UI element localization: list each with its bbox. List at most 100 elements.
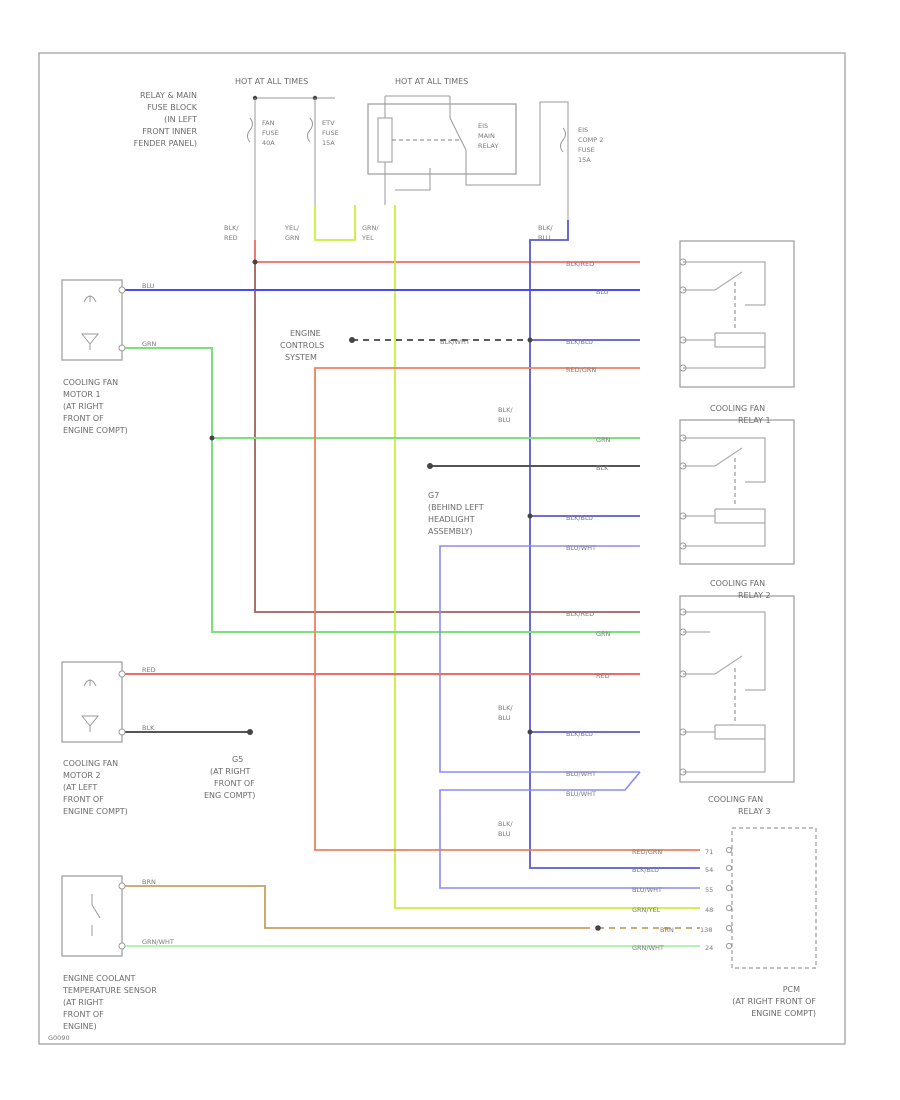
svg-text:HEADLIGHT: HEADLIGHT [428,515,475,524]
svg-text:ENGINE COMPT): ENGINE COMPT) [63,426,128,435]
cooling-fan-relay-2 [679,419,795,565]
r1-red-grn: RED/GRN [566,366,596,374]
relay-3-label-1: COOLING FAN [708,795,763,804]
r2-grn: GRN [596,436,611,444]
eis-relay-out [395,168,431,191]
svg-text:G7: G7 [428,491,439,500]
svg-text:CONTROLS: CONTROLS [280,341,324,350]
etv-fuse-line-2: FUSE [322,129,339,137]
svg-text:TEMPERATURE SENSOR: TEMPERATURE SENSOR [62,986,157,995]
cooling-fan-motor-1 [61,279,126,361]
pcm-wire-brn: BRN [660,926,674,934]
motor-icon [80,333,100,350]
svg-text:(AT RIGHT FRONT OF: (AT RIGHT FRONT OF [732,997,816,1006]
wire-red-grn [314,367,700,851]
svg-text:ENGINE COMPT): ENGINE COMPT) [751,1009,816,1018]
relay2-coil [683,508,766,547]
wire-label-blk-blu-mid-2: BLU [498,416,511,424]
r3-blu-wht-b: BLU/WHT [566,790,596,798]
wire-blk-red-main [254,240,640,263]
wire-label-blk-blu-pcm-2: BLU [498,830,511,838]
r3-blk-red: BLK/RED [566,610,594,618]
ground-g5-label: G5 (AT RIGHT FRONT OF ENG COMPT) [204,755,255,800]
relay1-coil [683,332,766,369]
ground-g7-label: G7 (BEHIND LEFT HEADLIGHT ASSEMBLY) [428,491,484,536]
fan-icon [83,679,97,687]
ect-brn-label: BRN [142,878,156,886]
eis-comp-fuse-icon [560,127,566,153]
r2-blk: BLK [596,464,609,472]
r1-blk-wht: BLK/WHT [440,338,470,346]
svg-text:(AT RIGHT: (AT RIGHT [63,998,104,1007]
ground-g7-point [427,463,433,469]
splice-blk-blu [527,513,533,519]
relay-block-line-4: FRONT INNER [142,127,197,136]
etv-fuse-line-3: 15A [322,139,335,147]
svg-text:(BEHIND LEFT: (BEHIND LEFT [428,503,484,512]
motor2-label: COOLING FAN MOTOR 2 (AT LEFT FRONT OF EN… [63,759,128,816]
eis-fuse-line-2: COMP 2 [578,136,603,144]
cooling-fan-relay-3 [679,595,795,783]
eis-fuse-line-1: EIS [578,126,588,134]
eis-comp-fuse-feed [465,101,569,220]
motor2-blk-label: BLK [142,724,155,732]
r1-blk-blu: BLK/BLU [566,338,593,346]
r3-grn: GRN [596,630,611,638]
svg-text:ENGINE: ENGINE [290,329,321,338]
r3-blk-blu: BLK/BLU [566,730,593,738]
relay3-label-2: RELAY 2 [738,591,771,600]
svg-text:ENGINE COOLANT: ENGINE COOLANT [63,974,135,983]
svg-text:PCM: PCM [783,985,800,994]
motor1-grn-label: GRN [142,340,157,348]
pcm-module [731,827,817,969]
wire-blk-blu-main [529,220,700,869]
wire-label-yel-grn-2: GRN [285,234,300,242]
relay-3-label-2: RELAY 3 [738,807,771,816]
etv-fuse-line-1: ETV [322,119,335,127]
svg-text:(AT RIGHT: (AT RIGHT [63,402,104,411]
splice-grn [209,435,215,441]
eis-fuse-line-3: FUSE [578,146,595,154]
wire-label-blk-blu-top-2: BLU [538,234,551,242]
relay3-switch [683,611,766,691]
pcm-pin-group: RED/GRN 71 BLK/BLU 54 BLU/WHT 55 GRN/YEL… [632,846,733,952]
eis-relay-coil [377,117,393,163]
svg-text:ASSEMBLY): ASSEMBLY) [428,527,472,536]
r3-red: RED [596,672,610,680]
relay2-label-1: COOLING FAN [710,404,765,413]
eis-main-relay-box [367,103,517,175]
footer-code: G0090 [48,1034,70,1042]
pcm-wire-blk-blu: BLK/BLU [632,866,659,874]
motor2-red-label: RED [142,666,156,674]
ect-sensor-label: ENGINE COOLANT TEMPERATURE SENSOR (AT RI… [62,974,157,1031]
engine-controls-label: ENGINE CONTROLS SYSTEM [280,329,324,362]
r1-blu: BLU [596,288,609,296]
r2-blu-wht: BLU/WHT [566,544,596,552]
motor1-blu-label: BLU [142,282,155,290]
wire-grn-yel-pcm [394,205,700,909]
svg-text:ENG COMPT): ENG COMPT) [204,791,255,800]
pcm-pin-55: 55 [705,886,713,894]
eis-relay-line-1: EIS [478,122,488,130]
wire-label-blk-blu-pcm-1: BLK/ [498,820,513,828]
brn-connector [595,925,601,931]
wire-brn-ect [122,885,590,929]
svg-text:ENGINE COMPT): ENGINE COMPT) [63,807,128,816]
wire-blu-wht-pcm [439,771,700,889]
svg-text:(AT RIGHT: (AT RIGHT [210,767,251,776]
diagram-border [38,52,846,1045]
fan-fuse-line-1: FAN [262,119,275,127]
wire-blu-wht-relay2 [439,545,640,773]
svg-text:FRONT OF: FRONT OF [63,1010,104,1019]
wire-label-blk-red-1: BLK/ [224,224,239,232]
switch-icon [91,894,101,936]
svg-text:(AT LEFT: (AT LEFT [63,783,97,792]
ground-g5-point [247,729,253,735]
pcm-wire-grn-yel: GRN/YEL [632,906,661,914]
pcm-pin-48: 48 [705,906,713,914]
r2-blk-blu: BLK/BLU [566,514,593,522]
pcm-pin-24: 24 [705,944,713,952]
relay-block-line-3: (IN LEFT [164,115,197,124]
pcm-wire-grn-wht: GRN/WHT [632,944,664,952]
